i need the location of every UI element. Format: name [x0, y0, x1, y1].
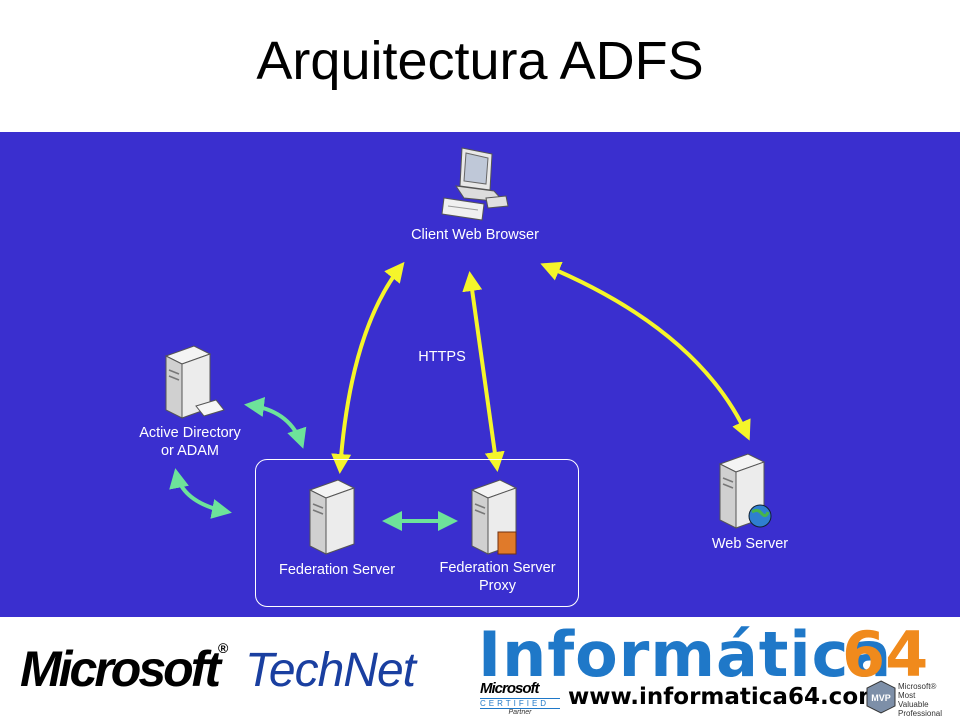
federation-proxy-label-line1: Federation Server — [439, 560, 556, 576]
informatica-logo-number: 64 — [842, 618, 929, 691]
mvp-line1: Microsoft® — [898, 682, 937, 691]
microsoft-logo-text: Microsoft — [20, 641, 221, 697]
microsoft-logo: Microsoft® — [20, 640, 228, 698]
https-arrow-client-webserver — [540, 261, 751, 441]
cert-certified-text: CERTIFIED — [480, 698, 560, 709]
registered-mark: ® — [218, 640, 229, 656]
https-arrow-client-proxy — [462, 271, 505, 472]
https-label: HTTPS — [418, 349, 466, 365]
cert-partner-text: Partner — [508, 709, 532, 716]
desktop-computer-icon — [441, 147, 509, 221]
informatica-url: www.informatica64.com — [568, 684, 883, 710]
cert-microsoft-text: Microsoft — [480, 680, 540, 697]
mvp-line2: Most Valuable — [898, 691, 929, 709]
federation-proxy-label-line2: Proxy — [478, 578, 517, 594]
microsoft-certified-partner-logo: Microsoft CERTIFIED Partner — [480, 680, 560, 718]
mvp-badge-icon: MVP — [866, 680, 896, 714]
web-server-label: Web Server — [711, 536, 789, 552]
federation-proxy-label: Federation Server Proxy — [415, 559, 580, 595]
mvp-line3: Professional — [898, 709, 943, 718]
mvp-badge-text: MVP — [871, 693, 891, 703]
active-directory-label-line2: or ADAM — [160, 443, 219, 459]
slide-title: Arquitectura ADFS — [256, 31, 704, 91]
footer-logos — [0, 617, 960, 720]
https-arrow-client-federation — [331, 261, 405, 474]
federation-server-icon — [308, 479, 356, 555]
mvp-logo: MVP Microsoft® Most Valuable Professiona… — [866, 680, 946, 718]
active-directory-server-icon — [164, 345, 225, 419]
federation-server-label: Federation Server — [278, 562, 396, 578]
federation-group-box — [255, 459, 579, 607]
technet-logo: TechNet — [245, 644, 416, 697]
web-server-icon — [718, 453, 772, 529]
active-directory-label-line1: Active Directory — [139, 425, 241, 441]
ad-arrow-upper — [244, 396, 307, 449]
informatica-logo-text: Informática — [478, 618, 893, 691]
mvp-text: Microsoft® Most Valuable Professional — [898, 682, 946, 718]
ad-arrow-lower — [169, 468, 232, 519]
client-browser-label: Client Web Browser — [411, 227, 539, 243]
active-directory-label: Active Directory or ADAM — [115, 424, 265, 460]
federation-proxy-server-icon — [470, 479, 518, 555]
